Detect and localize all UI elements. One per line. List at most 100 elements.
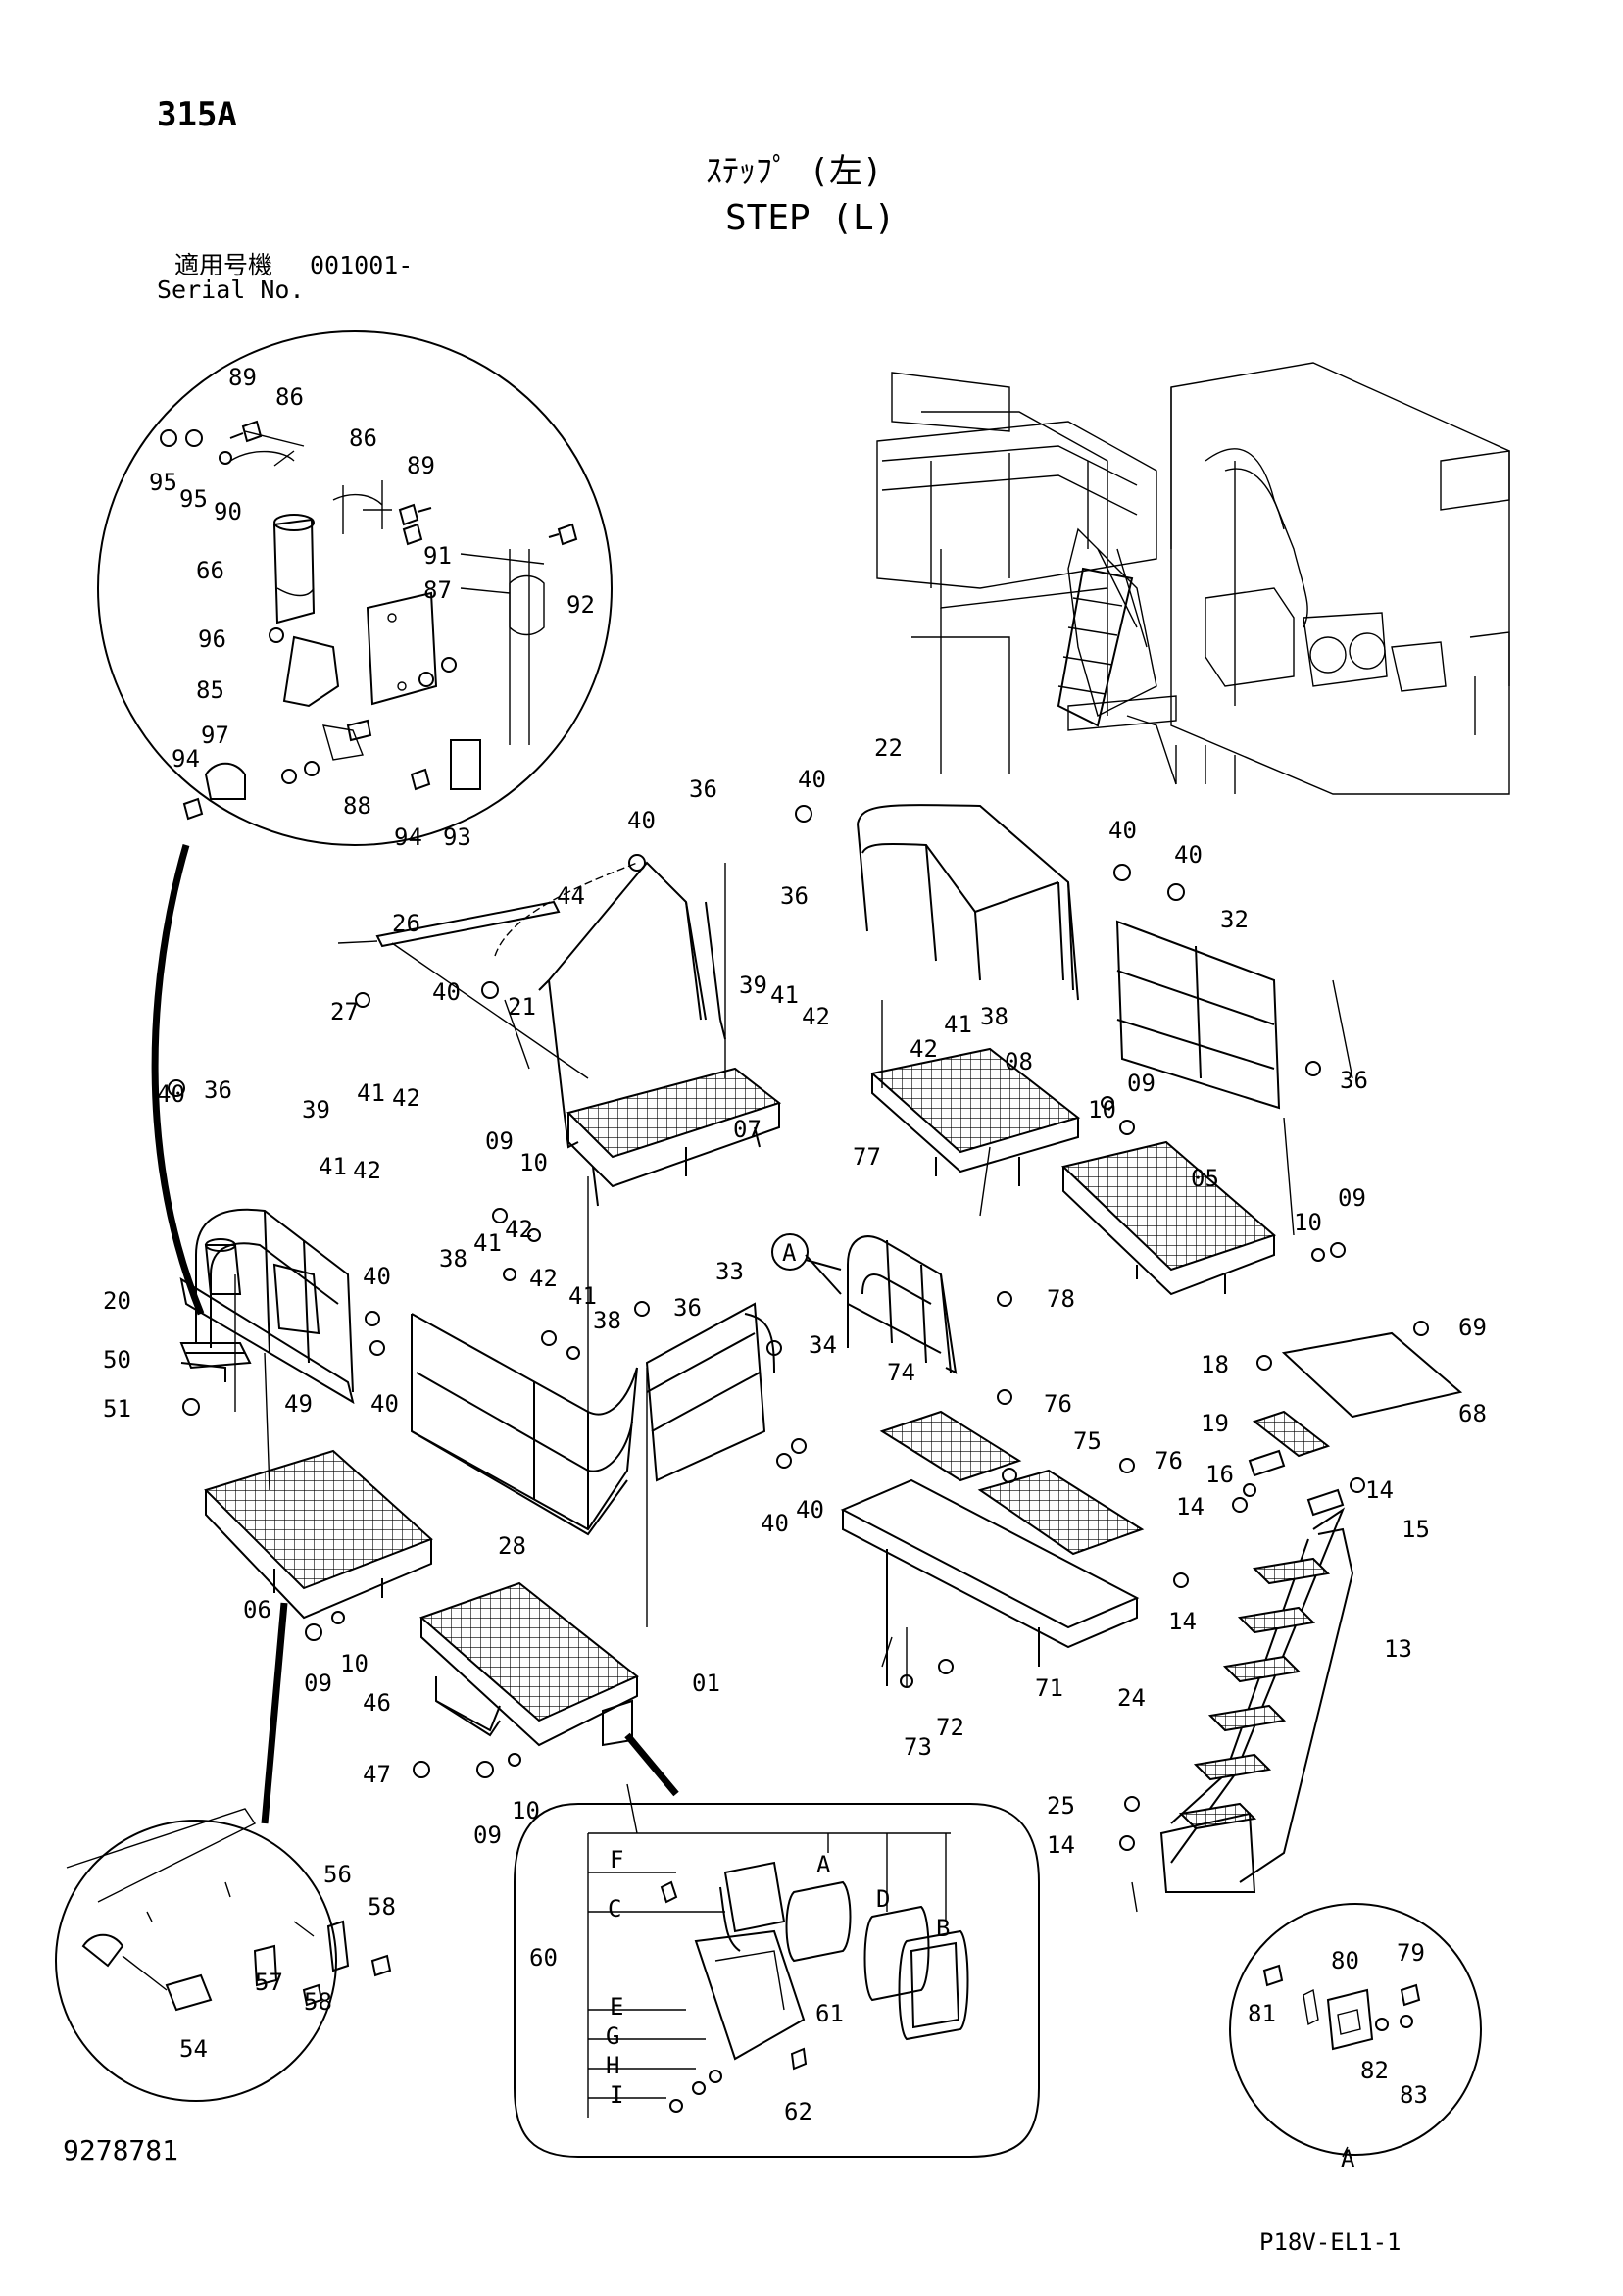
fastener-hardware <box>168 805 1429 1851</box>
callout-94: 94 <box>394 824 422 851</box>
callout-91: 91 <box>423 542 452 570</box>
detail-leader-curve <box>151 844 205 1316</box>
callout-87: 87 <box>423 576 452 604</box>
callout-40: 40 <box>761 1510 789 1537</box>
callout-h: H <box>606 2052 619 2079</box>
callout-36: 36 <box>204 1076 232 1104</box>
callout-14: 14 <box>1047 1831 1075 1859</box>
staircase <box>1159 1507 1354 1893</box>
callout-83: 83 <box>1400 2081 1428 2109</box>
callout-76: 76 <box>1155 1447 1183 1474</box>
callout-95: 95 <box>179 485 208 513</box>
callout-27: 27 <box>330 998 359 1025</box>
handrail-parts-center <box>411 1235 958 1536</box>
callout-32: 32 <box>1220 906 1249 933</box>
callout-42: 42 <box>353 1157 381 1184</box>
callout-40: 40 <box>796 1496 824 1523</box>
callout-i: I <box>610 2081 623 2109</box>
callout-c: C <box>608 1895 621 1922</box>
callout-42: 42 <box>910 1035 938 1063</box>
callout-14: 14 <box>1168 1608 1197 1635</box>
callout-f: F <box>610 1846 623 1873</box>
callout-57: 57 <box>255 1969 283 1996</box>
callout-40: 40 <box>627 807 656 834</box>
callout-86: 86 <box>275 383 304 411</box>
detail-circle-lamp-bracket <box>97 330 613 846</box>
callout-19: 19 <box>1201 1410 1229 1437</box>
callout-46: 46 <box>363 1689 391 1717</box>
callout-42: 42 <box>529 1265 558 1292</box>
callout-82: 82 <box>1360 2057 1389 2084</box>
callout-81: 81 <box>1248 2000 1276 2027</box>
callout-a: A <box>816 1851 831 1878</box>
callout-10: 10 <box>519 1149 548 1176</box>
callout-42: 42 <box>505 1216 533 1243</box>
callout-54: 54 <box>179 2035 208 2063</box>
callout-58: 58 <box>368 1893 396 1921</box>
callout-75: 75 <box>1073 1427 1102 1455</box>
serial-label-english: Serial No. <box>157 275 305 304</box>
callout-93: 93 <box>443 824 471 851</box>
callout-41: 41 <box>568 1282 597 1310</box>
callout-51: 51 <box>103 1395 131 1423</box>
serial-number-value: 001001- <box>310 251 414 279</box>
callout-68: 68 <box>1458 1400 1487 1427</box>
callout-80: 80 <box>1331 1947 1359 1974</box>
callout-13: 13 <box>1384 1635 1412 1663</box>
callout-88: 88 <box>343 792 371 820</box>
callout-72: 72 <box>936 1714 964 1741</box>
callout-14: 14 <box>1176 1493 1205 1521</box>
callout-66: 66 <box>196 557 224 584</box>
callout-71: 71 <box>1035 1674 1063 1702</box>
callout-08: 08 <box>1005 1048 1033 1075</box>
callout-36: 36 <box>689 775 717 803</box>
callout-09: 09 <box>1127 1070 1156 1097</box>
callout-22: 22 <box>874 734 903 762</box>
callout-36: 36 <box>673 1294 702 1322</box>
callout-89: 89 <box>407 452 435 479</box>
callout-15: 15 <box>1402 1516 1430 1543</box>
callout-a: A <box>782 1239 797 1267</box>
callout-69: 69 <box>1458 1314 1487 1341</box>
callout-47: 47 <box>363 1761 391 1788</box>
callout-09: 09 <box>1338 1184 1366 1212</box>
callout-40: 40 <box>1174 841 1203 869</box>
drawing-number: 9278781 <box>63 2134 179 2167</box>
callout-10: 10 <box>340 1650 369 1677</box>
callout-40: 40 <box>363 1263 391 1290</box>
title-japanese: ｽﾃｯﾌﾟ (左) <box>706 152 883 191</box>
callout-95: 95 <box>149 469 177 496</box>
serial-label-japanese: 適用号機 <box>174 251 273 279</box>
handrail-parts-upper <box>337 804 1281 1149</box>
detail-circle-sensor-bracket <box>55 1602 392 2102</box>
callout-e: E <box>610 1993 623 2021</box>
page-code: P18V-EL1-1 <box>1259 2228 1402 2256</box>
callout-62: 62 <box>784 2098 812 2125</box>
callout-g: G <box>606 2022 619 2050</box>
callout-40: 40 <box>370 1390 399 1418</box>
callout-97: 97 <box>201 722 229 749</box>
callout-09: 09 <box>473 1822 502 1849</box>
callout-40: 40 <box>157 1080 185 1108</box>
callout-25: 25 <box>1047 1792 1075 1820</box>
callout-06: 06 <box>243 1596 271 1623</box>
callout-10: 10 <box>512 1797 540 1824</box>
callout-90: 90 <box>214 498 242 525</box>
callout-41: 41 <box>944 1011 972 1038</box>
callout-18: 18 <box>1201 1351 1229 1378</box>
callout-76: 76 <box>1044 1390 1072 1418</box>
grating-platforms <box>204 1047 1463 1747</box>
callout-40: 40 <box>432 978 461 1006</box>
callout-07: 07 <box>733 1116 762 1143</box>
callout-39: 39 <box>302 1096 330 1123</box>
callout-b: B <box>936 1915 950 1942</box>
callout-41: 41 <box>473 1229 502 1257</box>
callout-39: 39 <box>739 972 767 999</box>
page-number: 315A <box>157 95 237 134</box>
callout-09: 09 <box>485 1127 514 1155</box>
callout-85: 85 <box>196 676 224 704</box>
callout-40: 40 <box>1108 817 1137 844</box>
callout-60: 60 <box>529 1944 558 1972</box>
